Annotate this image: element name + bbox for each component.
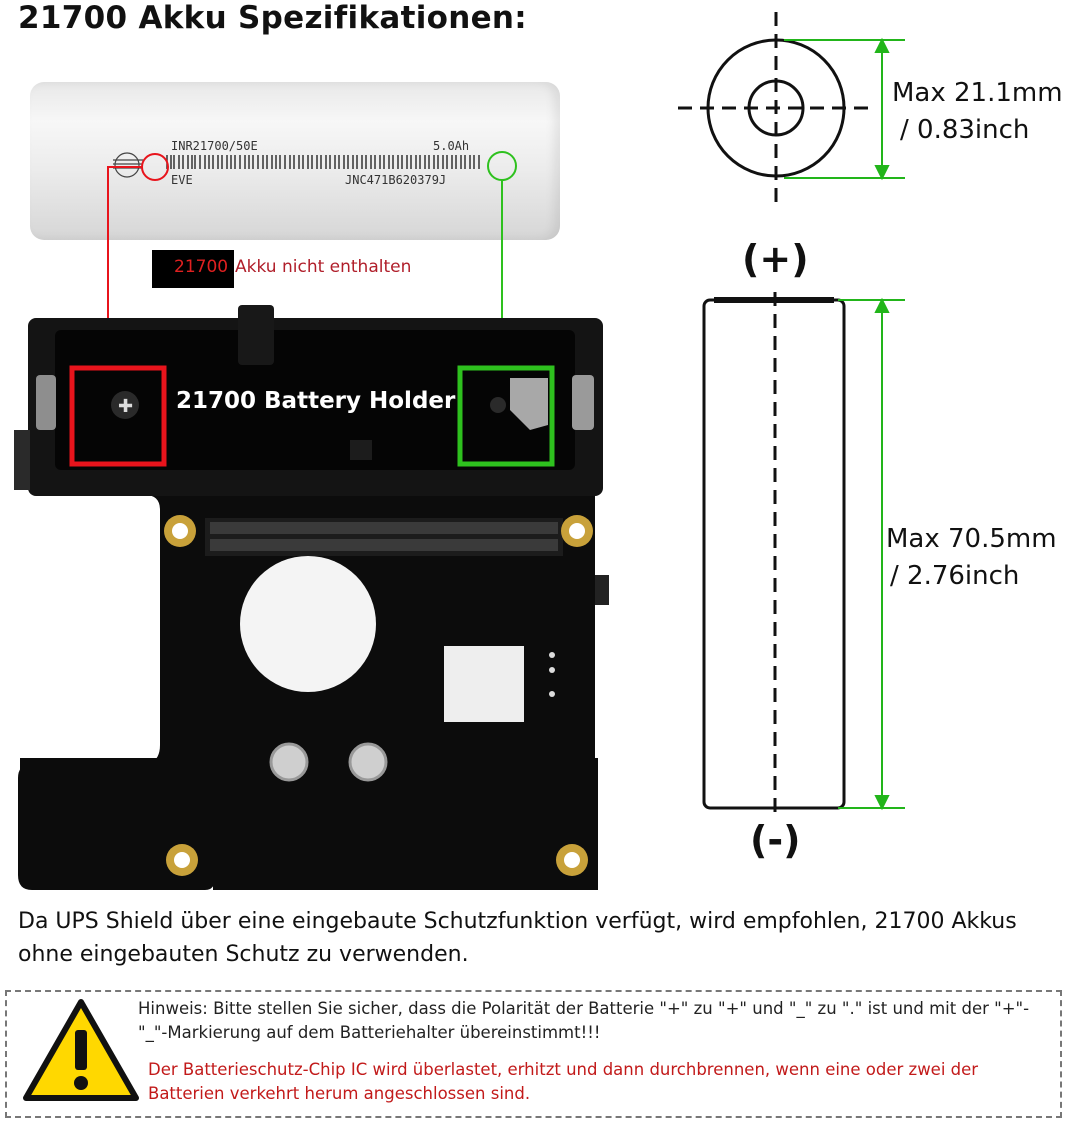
gpio-header (205, 518, 563, 556)
positive-terminal-highlight (69, 365, 167, 467)
note-not-included: Akku nicht enthalten (235, 257, 412, 277)
page-title: 21700 Akku Spezifikationen: (18, 0, 527, 36)
battery-model: INR21700/50E (171, 139, 258, 153)
battery-brand: EVE (171, 173, 193, 187)
board-cutout-square (444, 646, 524, 722)
length-dimension-line (838, 297, 905, 811)
battery-cell-image (30, 82, 560, 240)
mounting-hole (556, 844, 588, 876)
mounting-hole (166, 844, 198, 876)
diameter-inch-label: / 0.83inch (900, 115, 1030, 145)
standoff (269, 742, 309, 782)
standoff (348, 742, 388, 782)
battery-side-view (702, 292, 846, 815)
positive-pole-label: (+) (742, 237, 809, 281)
diameter-dimension-line (784, 37, 905, 181)
side-switch (595, 575, 609, 605)
length-mm-label: Max 70.5mm (886, 524, 1057, 554)
negative-pole-label: (-) (750, 818, 801, 862)
battery-serial: JNC471B620379J (345, 173, 447, 187)
mounting-hole (164, 515, 196, 547)
length-inch-label: / 2.76inch (890, 561, 1020, 591)
board-cutout-circle (240, 556, 376, 692)
protection-recommendation: Da UPS Shield über eine eingebaute Schut… (18, 909, 1017, 967)
note-background (152, 250, 234, 288)
diameter-mm-label: Max 21.1mm (892, 78, 1063, 108)
pcb-board (18, 495, 595, 890)
battery-top-view (678, 12, 875, 205)
warning-triangle-icon (23, 999, 139, 1101)
mounting-hole (561, 515, 593, 547)
battery-dimension-diagram (678, 12, 905, 815)
svg-text:✚: ✚ (118, 396, 133, 417)
battery-barcode (166, 155, 480, 169)
reverse-polarity-danger: Der Batterieschutz-Chip IC wird überlast… (148, 1060, 979, 1103)
note-battery-number: 21700 (174, 257, 229, 277)
negative-terminal-highlight (457, 365, 555, 467)
battery-capacity: 5.0Ah (433, 139, 470, 153)
polarity-hint: Hinweis: Bitte stellen Sie sicher, dass … (138, 999, 1030, 1042)
ups-shield-board-illustration: ✚ (14, 151, 609, 890)
warning-box (5, 990, 1062, 1118)
holder-label: 21700 Battery Holder (176, 388, 456, 414)
